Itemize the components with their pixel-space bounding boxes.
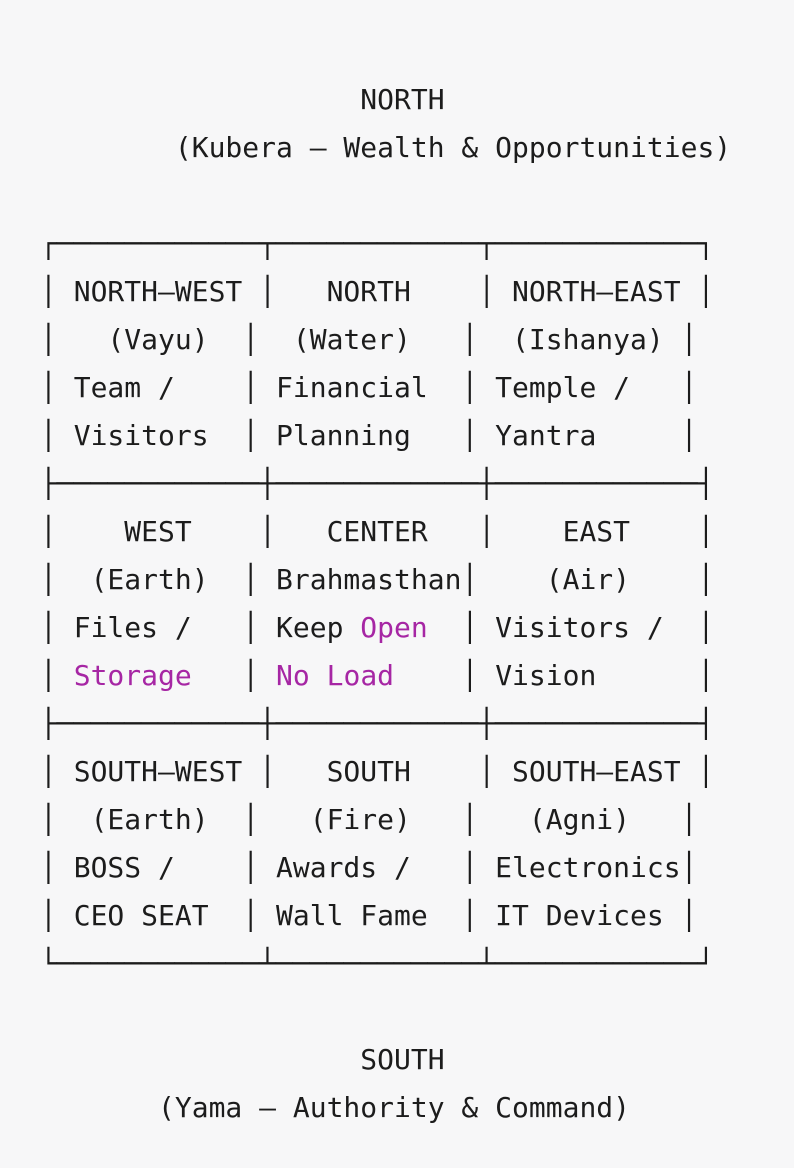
vastu-ascii-diagram: NORTH (Kubera — Wealth & Opportunities) …: [40, 83, 732, 1124]
highlighted-text: No Load: [276, 659, 395, 692]
vastu-document: NORTH (Kubera — Wealth & Opportunities) …: [40, 83, 732, 1124]
highlighted-text: Open: [360, 611, 428, 644]
highlighted-text: Storage: [73, 659, 192, 692]
